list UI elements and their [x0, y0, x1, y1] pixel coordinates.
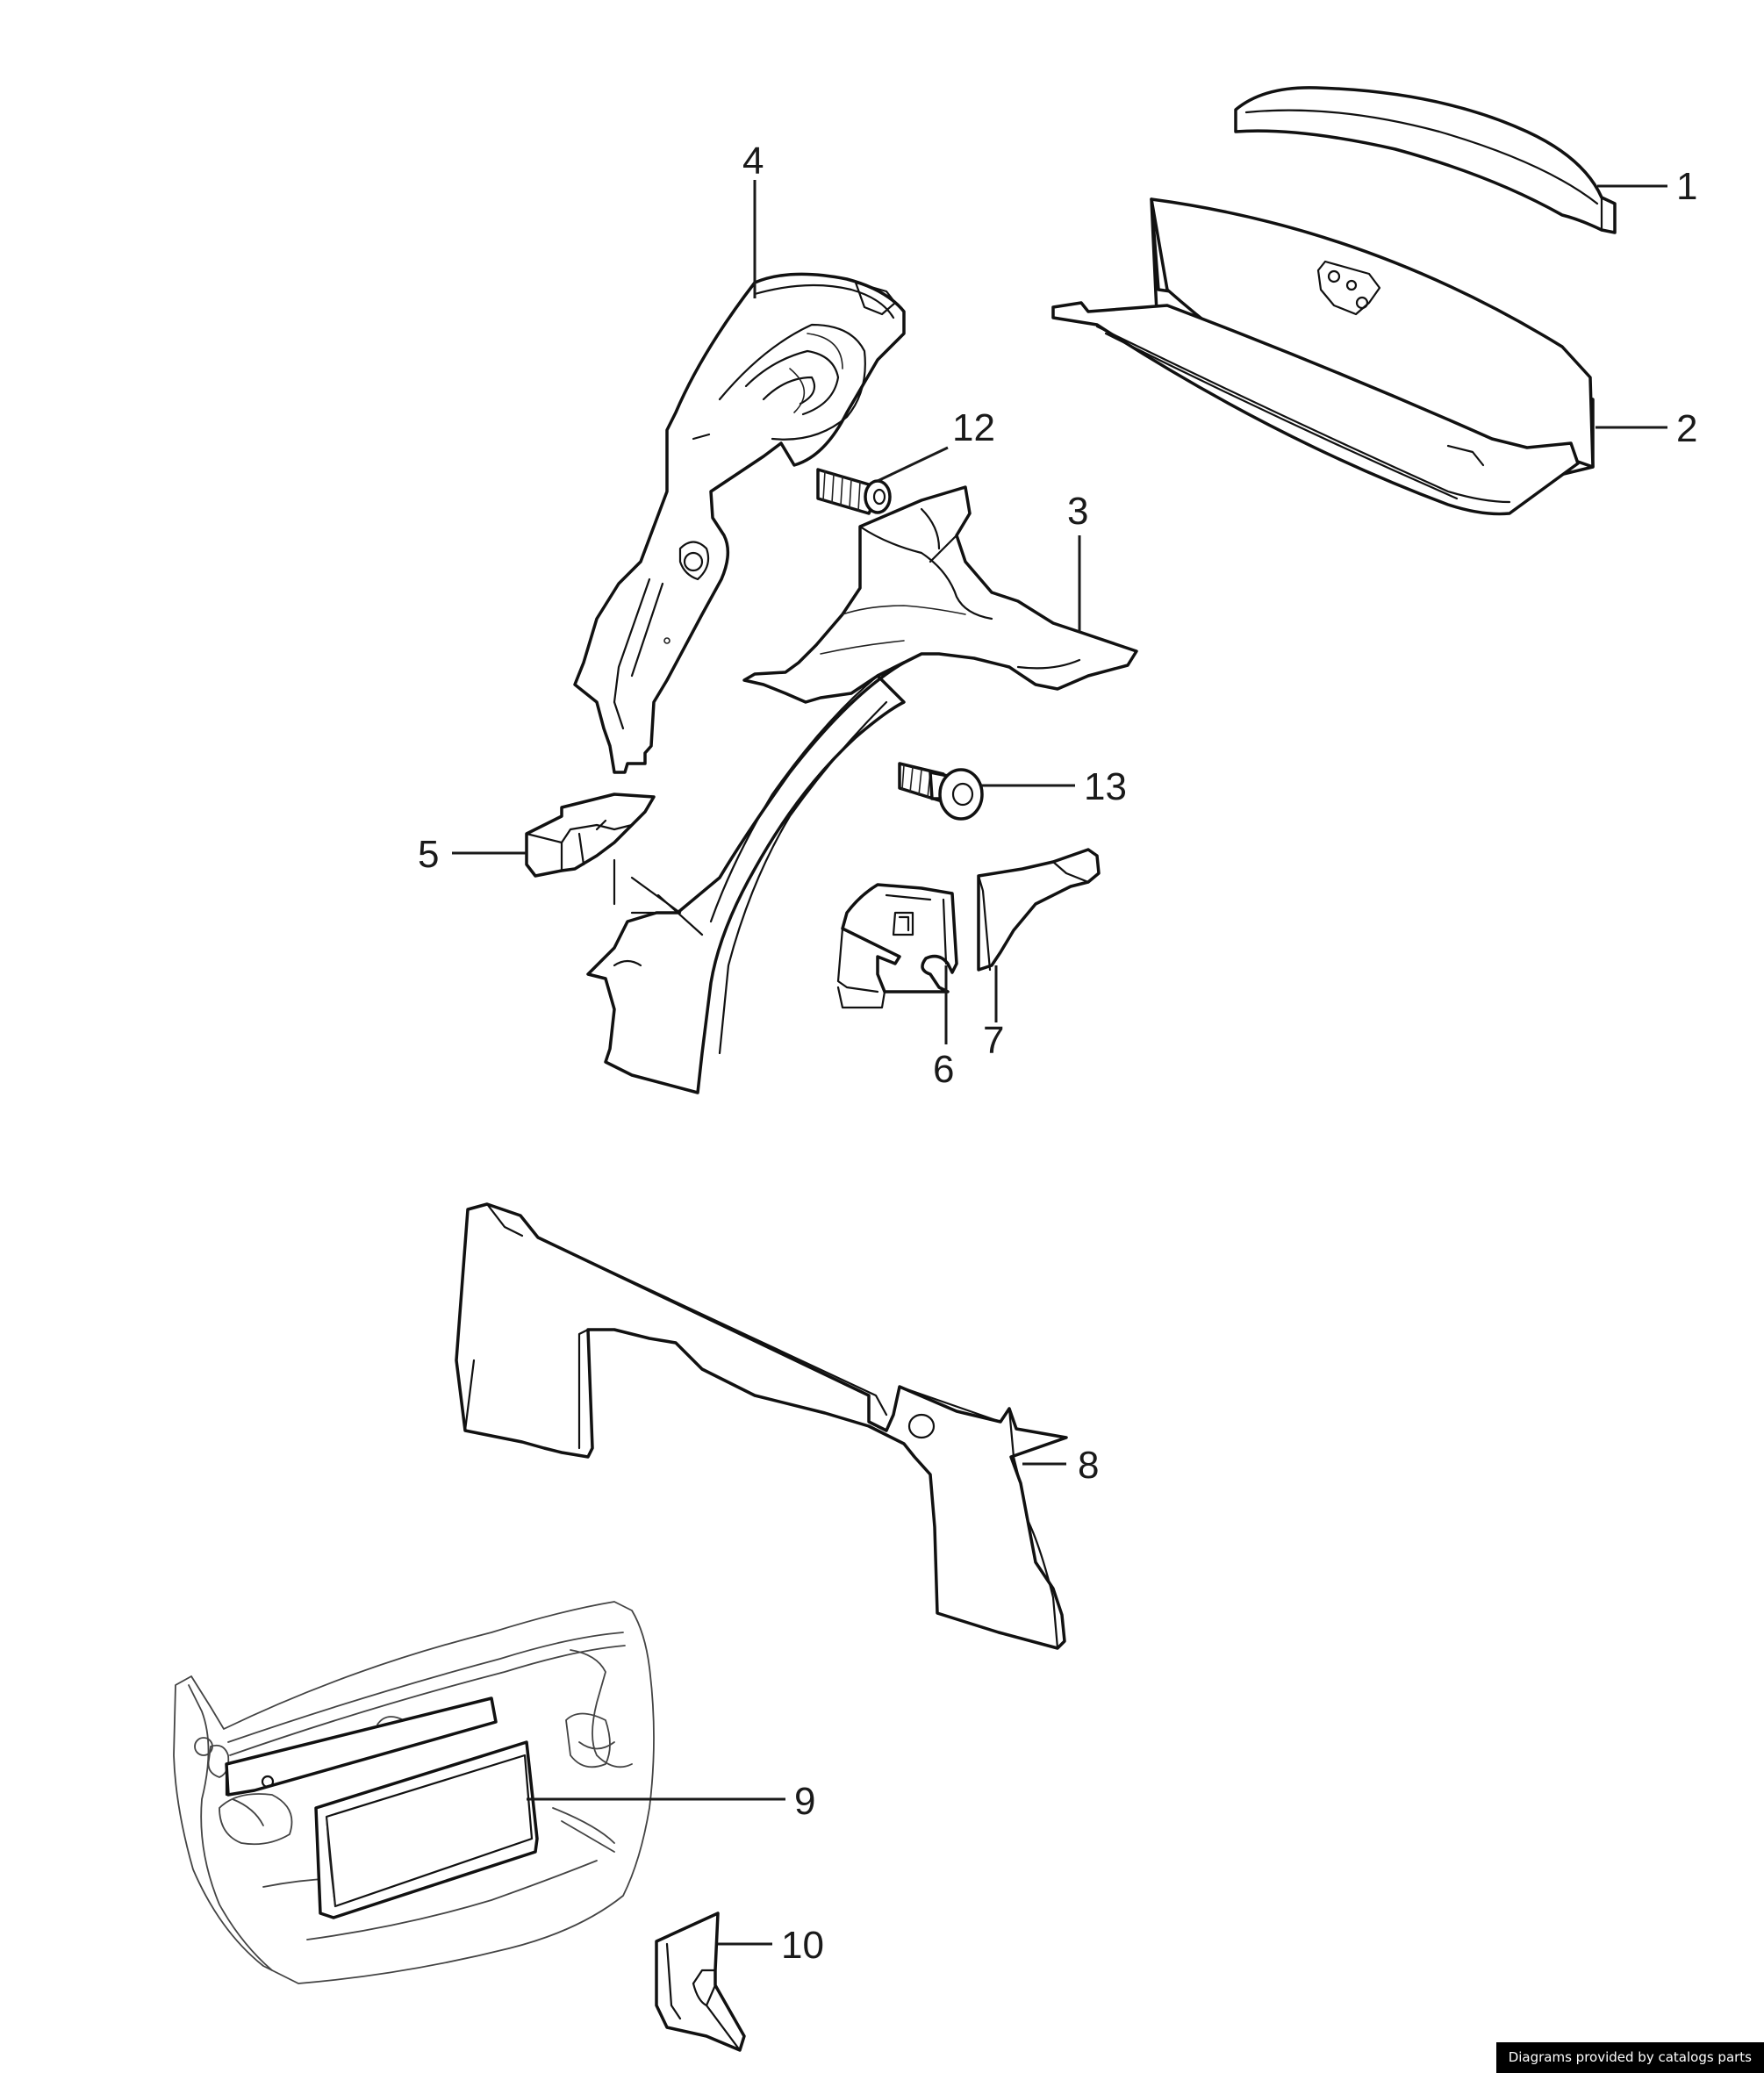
callout-12: 12: [952, 406, 995, 449]
part-7-block[interactable]: [977, 848, 1101, 972]
callout-labels: 1 2 3 4 5 6 7 8 9 10 12 13: [418, 140, 1697, 1967]
callout-5: 5: [418, 833, 439, 876]
part-9-door-insulation[interactable]: [173, 1601, 655, 1984]
callout-9: 9: [794, 1780, 815, 1823]
part-3-wheel-arch-panel[interactable]: [586, 485, 1138, 1094]
callout-1: 1: [1676, 165, 1697, 208]
part-5-bracket[interactable]: [525, 793, 656, 878]
part-13-clip-screw[interactable]: [898, 762, 984, 821]
callout-2: 2: [1676, 407, 1697, 450]
leader-lines: [452, 180, 1667, 1946]
callout-3: 3: [1067, 490, 1088, 533]
part-8-panel[interactable]: [455, 1202, 1068, 1650]
callout-7: 7: [983, 1019, 1004, 1062]
callout-4: 4: [742, 140, 764, 183]
callout-8: 8: [1078, 1444, 1099, 1487]
part-1-trim-strip[interactable]: [1234, 86, 1617, 234]
part-4-pillar-trim[interactable]: [573, 272, 906, 774]
credit-badge: Diagrams provided by catalogs parts: [1495, 2042, 1764, 2073]
part-12-screw[interactable]: [816, 468, 892, 515]
part-10-wedge[interactable]: [655, 1912, 746, 2052]
part-2-tray[interactable]: [1051, 197, 1595, 516]
callout-13: 13: [1084, 765, 1127, 808]
callout-10: 10: [781, 1924, 824, 1967]
callout-6: 6: [933, 1048, 954, 1091]
part-6-plate[interactable]: [836, 883, 958, 1009]
